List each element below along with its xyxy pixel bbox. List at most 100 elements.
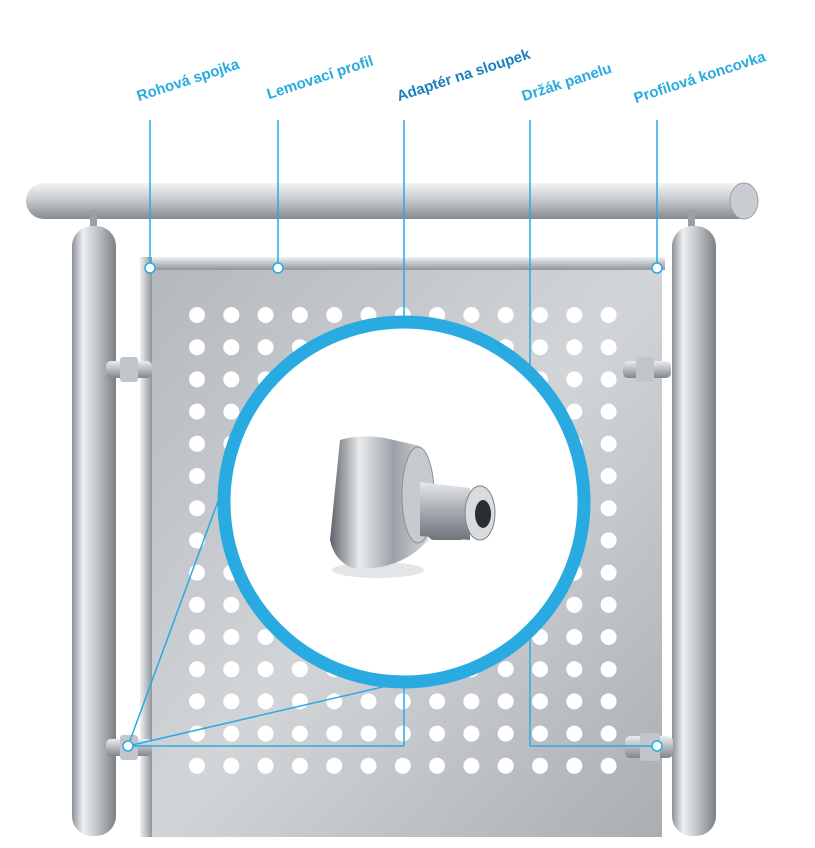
panel-hole xyxy=(326,757,343,774)
panel-hole xyxy=(189,661,205,678)
callout-dot xyxy=(272,262,284,274)
panel-hole xyxy=(326,307,343,323)
panel-hole xyxy=(566,403,583,420)
panel-hole xyxy=(566,307,583,323)
panel-hole xyxy=(360,725,377,742)
panel-hole xyxy=(223,339,240,356)
panel-hole xyxy=(566,629,583,645)
panel-hole xyxy=(600,532,617,549)
panel-hole xyxy=(291,725,308,742)
panel-hole xyxy=(566,339,583,356)
panel-hole xyxy=(291,307,308,323)
panel-hole xyxy=(566,693,583,710)
panel-hole xyxy=(257,339,274,356)
panel-hole xyxy=(600,564,617,581)
panel-hole xyxy=(566,725,583,742)
panel-hole xyxy=(360,693,377,710)
callout-line xyxy=(127,473,229,747)
callout-dots xyxy=(122,262,663,752)
panel-hole xyxy=(600,403,617,420)
panel-hole xyxy=(600,725,617,742)
panel-hole xyxy=(600,757,617,774)
panel-hole xyxy=(223,403,240,420)
right-post xyxy=(672,210,716,836)
panel-hole xyxy=(566,596,583,613)
panel-hole xyxy=(463,725,480,742)
panel-hole xyxy=(532,307,548,323)
panel-hole xyxy=(394,725,411,742)
panel-hole xyxy=(600,500,617,517)
panel-hole xyxy=(497,725,514,742)
panel-hole xyxy=(257,757,274,774)
left-post xyxy=(72,210,116,836)
panel-hole xyxy=(189,629,205,645)
panel-hole xyxy=(497,661,514,678)
panel-hole xyxy=(600,339,617,356)
panel-clamps xyxy=(106,357,673,761)
panel-hole xyxy=(566,757,583,774)
panel-hole xyxy=(566,661,583,678)
panel-hole xyxy=(189,693,205,710)
panel-hole xyxy=(429,693,446,710)
panel-hole xyxy=(223,629,240,645)
panel-hole xyxy=(223,757,240,774)
panel-hole xyxy=(189,371,205,388)
panel-hole xyxy=(600,629,617,645)
panel-hole xyxy=(257,629,274,645)
callout-lines xyxy=(127,120,658,747)
panel-hole xyxy=(189,435,205,452)
callout-dot xyxy=(144,262,156,274)
panel-hole xyxy=(189,757,205,774)
panel-hole xyxy=(600,307,617,323)
panel-hole xyxy=(326,725,343,742)
panel-hole xyxy=(532,339,548,356)
panel-hole xyxy=(394,693,411,710)
panel-hole xyxy=(600,468,617,484)
panel-hole xyxy=(463,693,480,710)
panel-hole xyxy=(532,661,548,678)
panel-hole xyxy=(532,757,548,774)
panel-hole xyxy=(257,661,274,678)
panel-hole xyxy=(223,307,240,323)
panel-hole xyxy=(257,725,274,742)
panel-hole xyxy=(189,307,205,323)
panel-hole xyxy=(189,468,205,484)
panel-hole xyxy=(326,693,343,710)
panel-hole xyxy=(532,693,548,710)
panel-hole xyxy=(600,371,617,388)
panel-hole xyxy=(223,693,240,710)
handrail xyxy=(26,182,759,220)
panel-hole xyxy=(291,757,308,774)
panel-hole xyxy=(189,339,205,356)
panel-hole xyxy=(223,661,240,678)
panel-hole xyxy=(429,757,446,774)
panel-hole xyxy=(257,693,274,710)
callout-dot xyxy=(651,262,663,274)
panel-hole xyxy=(189,500,205,517)
panel-hole xyxy=(429,725,446,742)
panel-hole xyxy=(463,307,480,323)
panel-hole xyxy=(600,693,617,710)
panel-hole xyxy=(360,757,377,774)
panel-hole xyxy=(532,725,548,742)
panel-hole xyxy=(189,403,205,420)
panel-hole xyxy=(394,757,411,774)
panel-hole xyxy=(189,532,205,549)
panel-hole xyxy=(600,661,617,678)
callout-dot xyxy=(122,740,134,752)
panel-hole xyxy=(189,596,205,613)
callout-line xyxy=(127,681,405,747)
panel-hole xyxy=(223,725,240,742)
panel-hole xyxy=(223,371,240,388)
panel-hole xyxy=(600,596,617,613)
panel-hole xyxy=(497,693,514,710)
cylindrical-adapter-icon xyxy=(330,436,496,578)
panel-hole xyxy=(257,307,274,323)
panel-hole xyxy=(223,596,240,613)
callout-dot xyxy=(651,740,663,752)
panel-hole xyxy=(463,757,480,774)
panel-hole xyxy=(497,757,514,774)
panel-hole xyxy=(291,661,308,678)
